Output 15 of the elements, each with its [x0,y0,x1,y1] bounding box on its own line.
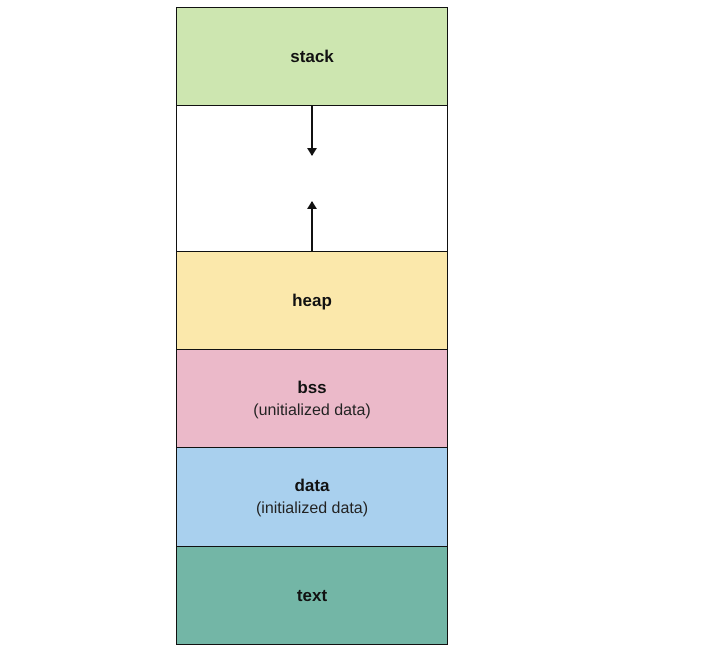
arrow [307,201,317,251]
segment-label: bss [297,378,327,398]
segment-label: heap [292,290,332,310]
segment-label: stack [290,46,334,66]
memory-segment [176,7,448,106]
segment-description: (unitialized data) [253,402,371,420]
segment-label: data [294,476,330,496]
segment-label: text [296,586,328,606]
memory-segment [176,251,448,350]
memory-segment [176,546,448,645]
segment-description: (initialized data) [256,500,368,518]
free-space-segment [176,105,448,252]
memory-segment [176,447,448,547]
arrow [307,106,317,156]
memory-segment [176,349,448,448]
